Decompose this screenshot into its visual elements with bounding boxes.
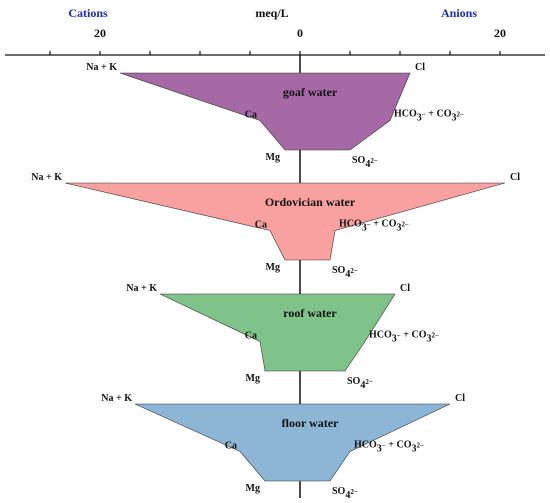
x-tick-label: 20 [94, 26, 106, 40]
floor-title: floor water [282, 416, 339, 430]
label-hco3-co3: HCO3− + CO32− [354, 440, 424, 455]
goaf-title: goaf water [283, 85, 338, 99]
label-cl: Cl [510, 172, 520, 183]
x-tick-label: 0 [297, 26, 303, 40]
label-na-k: Na + K [86, 62, 117, 73]
unit-label: meq/L [255, 6, 288, 20]
x-tick-label: 20 [494, 26, 506, 40]
label-hco3-co3: HCO3− + CO32− [369, 330, 439, 345]
label-ca: Ca [245, 110, 257, 121]
x-axis-ticks [49, 51, 501, 55]
label-hco3-co3: HCO3− + CO32− [339, 219, 409, 234]
label-ca: Ca [225, 441, 237, 452]
label-so4: SO42− [332, 486, 358, 501]
label-cl: Cl [400, 283, 410, 294]
anions-label: Anions [441, 6, 477, 20]
ordovician-title: Ordovician water [265, 195, 356, 209]
label-na-k: Na + K [101, 393, 132, 404]
label-mg: Mg [266, 262, 280, 273]
floor-polygon [134, 403, 451, 482]
tick-labels: 20 0 20 [94, 26, 506, 40]
cations-label: Cations [68, 6, 108, 20]
label-hco3-co3: HCO3− + CO32− [394, 109, 464, 124]
ordovician-polygon [64, 182, 506, 261]
roof-polygon [159, 293, 396, 372]
label-cl: Cl [415, 62, 425, 73]
label-cl: Cl [455, 393, 465, 404]
label-ca: Ca [245, 331, 257, 342]
label-so4: SO42− [347, 376, 373, 391]
label-so4: SO42− [352, 155, 378, 170]
label-ca: Ca [255, 220, 267, 231]
label-so4: SO42− [332, 265, 358, 280]
label-mg: Mg [246, 373, 260, 384]
roof-title: roof water [283, 306, 337, 320]
goaf-polygon [119, 72, 411, 151]
label-na-k: Na + K [31, 172, 62, 183]
label-na-k: Na + K [126, 283, 157, 294]
label-mg: Mg [266, 152, 280, 163]
label-mg: Mg [246, 483, 260, 494]
